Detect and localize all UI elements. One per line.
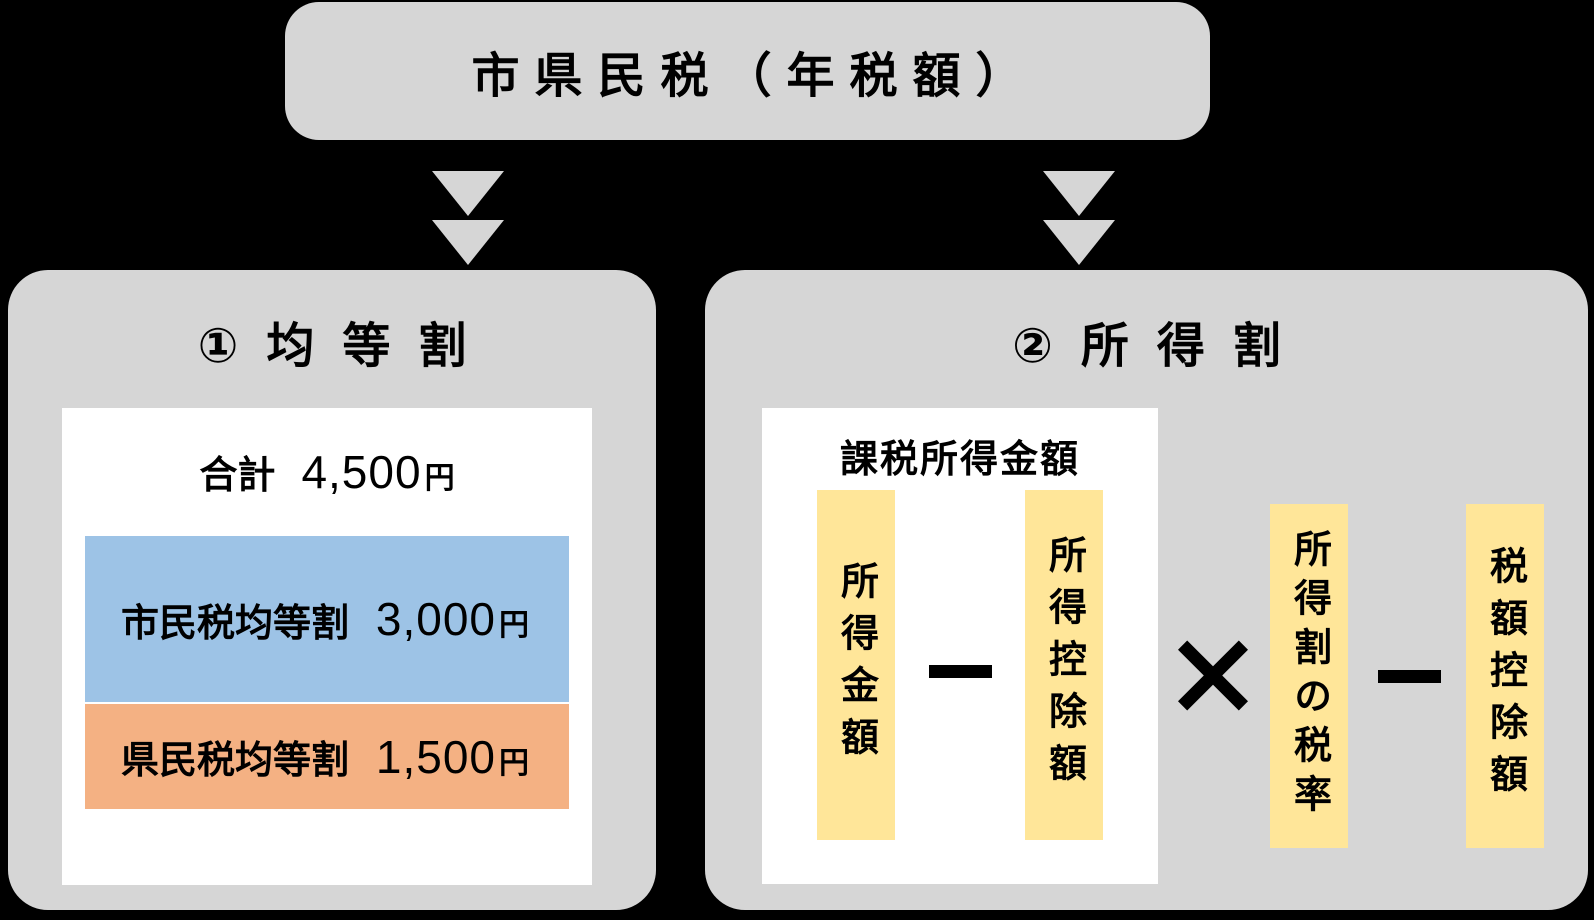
- city-tax-label: 市民税均等割: [121, 602, 350, 645]
- tax-credit-text: 税額控除額: [1483, 546, 1526, 806]
- income-amount-column: 所得金額: [817, 490, 895, 840]
- down-arrow-right-bottom-triangle: [1043, 220, 1115, 265]
- taxable-income-label: 課税所得金額: [839, 439, 1080, 481]
- minus-operator-icon: [1378, 670, 1441, 683]
- minus-operator-icon: [929, 665, 992, 678]
- down-arrow-right-top-triangle: [1043, 171, 1115, 216]
- taxable-income-box: 課税所得金額 所得金額 所得控除額: [762, 408, 1158, 884]
- total-unit: 円: [424, 462, 455, 495]
- down-arrow-left-top-triangle: [432, 171, 504, 216]
- annual-tax-header-box: 市県民税（年税額）: [285, 2, 1210, 140]
- tax-rate-column: 所得割の税率: [1270, 504, 1348, 848]
- income-deduction-text: 所得控除額: [1042, 535, 1085, 795]
- tax-credit-column: 税額控除額: [1466, 504, 1544, 848]
- tax-rate-text: 所得割の税率: [1287, 529, 1330, 823]
- annual-tax-title: 市県民税（年税額）: [471, 50, 1039, 103]
- total-label: 合計: [199, 455, 276, 497]
- income-deduction-column: 所得控除額: [1025, 490, 1103, 840]
- multiply-operator-icon: [1177, 640, 1249, 711]
- per-capita-levy-title: ①均等割: [197, 320, 495, 373]
- income-amount-text: 所得金額: [834, 561, 877, 769]
- income-levy-panel: ②所得割 課税所得金額 所得金額 所得控除額 所得割の税率 税額控除額: [705, 270, 1588, 910]
- prefecture-tax-label: 県民税均等割: [121, 740, 350, 782]
- income-levy-title: ②所得割: [1012, 320, 1309, 373]
- down-arrow-left-bottom-triangle: [432, 220, 504, 265]
